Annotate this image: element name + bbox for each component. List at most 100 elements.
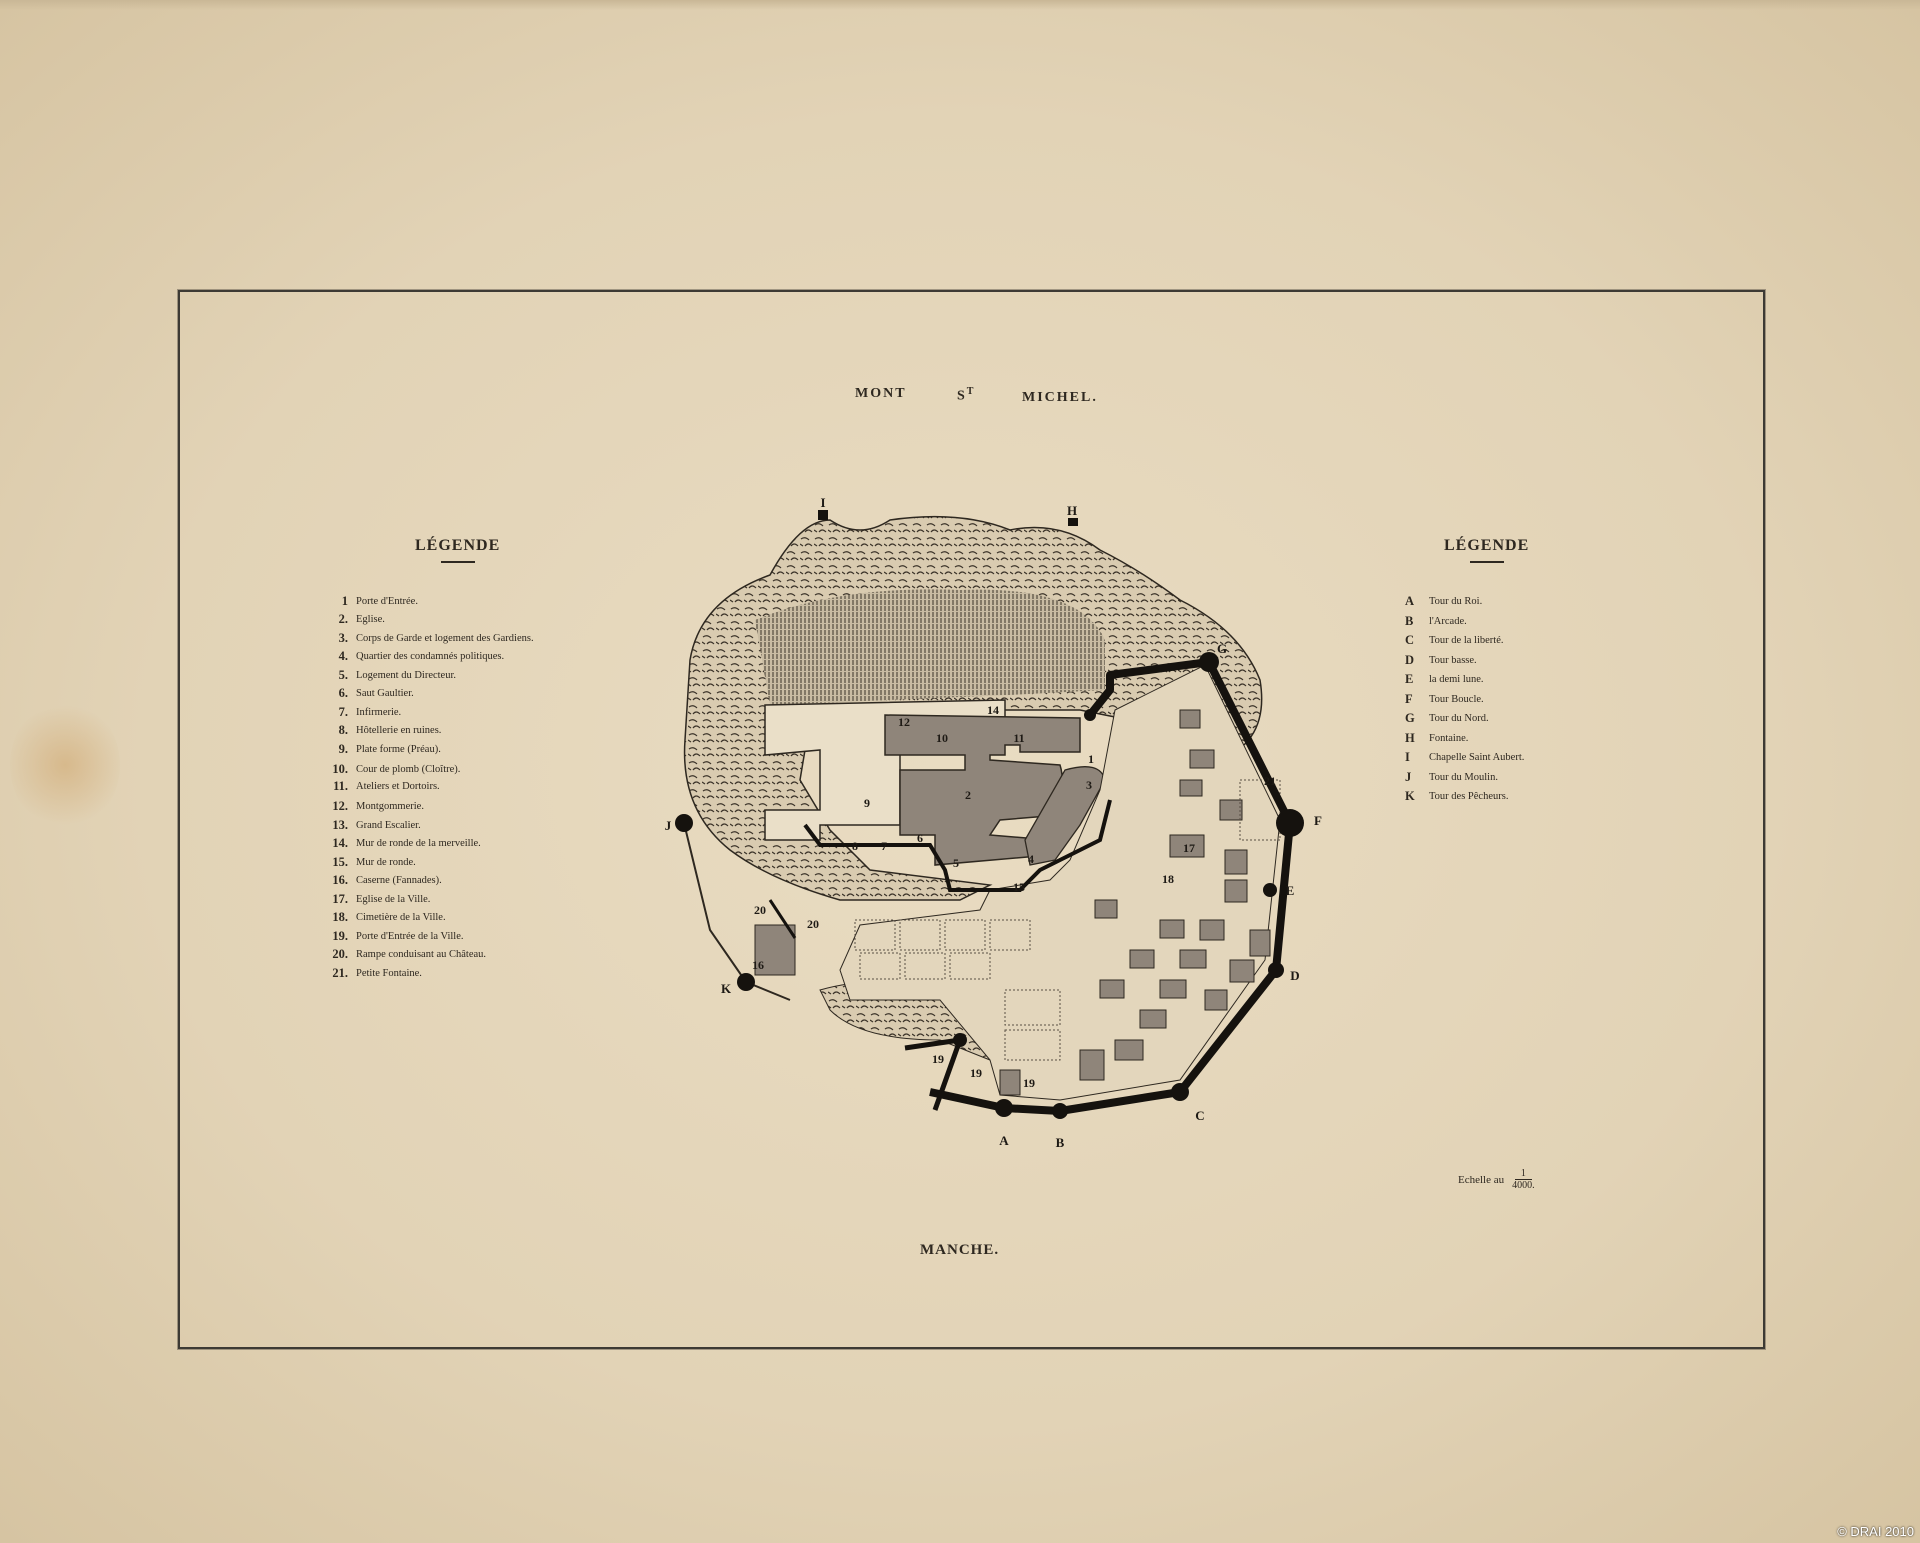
legend-key: 19. <box>332 929 348 943</box>
legend-label: Tour du Roi. <box>1429 596 1483 607</box>
map-number-label: 20 <box>754 903 766 917</box>
legend-key: I <box>1405 750 1410 764</box>
title-saint-sup: T <box>966 386 976 397</box>
legend-label: Corps de Garde et logement des Gardiens. <box>356 633 534 644</box>
legend-label: Mur de ronde de la merveille. <box>356 837 481 849</box>
map-tower-label: C <box>1195 1108 1204 1123</box>
map-number-label: 18 <box>1162 872 1174 886</box>
legend-key: 9. <box>338 742 348 756</box>
scale-numerator: 1 <box>1514 1168 1532 1180</box>
legend-key: K <box>1405 789 1415 803</box>
map-number-label: 8 <box>852 839 858 853</box>
legend-item: 9. Plate forme (Préau). <box>322 740 534 760</box>
legend-key: 16. <box>332 872 348 887</box>
map-tower-label: D <box>1290 968 1299 983</box>
scale-prefix: Echelle au <box>1458 1173 1505 1186</box>
legend-key: E <box>1405 672 1414 686</box>
legend-label: Montgommerie. <box>356 800 424 812</box>
legend-label: Plate forme (Préau). <box>356 744 441 755</box>
tower-markers <box>675 510 1304 1119</box>
legend-key: 12. <box>332 798 348 813</box>
map-tower-label: J <box>665 818 672 833</box>
legend-label: Tour du Nord. <box>1429 713 1489 724</box>
map-number-label: 12 <box>898 715 910 729</box>
legend-key: 20. <box>332 946 348 961</box>
legend-label: Tour Boucle. <box>1429 693 1484 705</box>
legend-item: I Chapelle Saint Aubert. <box>1405 748 1524 768</box>
legend-item: C Tour de la liberté. <box>1405 631 1524 651</box>
legend-label: Cour de plomb (Cloître). <box>356 763 461 775</box>
map-number-label: 6 <box>917 831 923 845</box>
right-legend-heading: LÉGENDE <box>1444 537 1529 563</box>
legend-item: 10.Cour de plomb (Cloître). <box>322 760 534 780</box>
left-legend-heading: LÉGENDE <box>415 537 500 563</box>
map-number-label: 5 <box>953 856 959 870</box>
sea-label-manche: MANCHE. <box>920 1242 1000 1258</box>
hatched-slope <box>755 589 1105 705</box>
legend-key: 11. <box>333 779 348 793</box>
map-number-label: 21 <box>1264 774 1276 788</box>
map-tower-label: G <box>1217 641 1227 656</box>
legend-label: Infirmerie. <box>356 707 402 718</box>
legend-label: Tour de la liberté. <box>1429 635 1504 646</box>
map-number-label: 9 <box>864 796 870 810</box>
scale-denominator: 4000. <box>1512 1180 1535 1191</box>
legend-item: 11.Ateliers et Dortoirs. <box>322 777 534 797</box>
legend-key: 8. <box>338 722 348 737</box>
map-number-label: 10 <box>936 731 948 745</box>
legend-item: 17.Eglise de la Ville. <box>322 890 534 910</box>
title-word-mont: MONT <box>855 386 907 401</box>
legend-key: 4. <box>338 648 348 663</box>
map-tower-label: I <box>820 495 825 510</box>
legend-key: 17. <box>332 892 348 906</box>
legend-item: 6. Saut Gaultier. <box>322 684 534 704</box>
legend-key: 21. <box>332 966 348 980</box>
legend-label: Grand Escalier. <box>356 820 421 831</box>
legend-label: l'Arcade. <box>1429 615 1467 627</box>
legend-item: 3. Corps de Garde et logement des Gardien… <box>322 629 534 649</box>
legend-label: Petite Fontaine. <box>356 968 422 979</box>
legend-item: 15. Mur de ronde. <box>322 853 534 873</box>
legend-key: 14. <box>332 835 348 850</box>
map-number-label: 19 <box>970 1066 982 1080</box>
legend-key: C <box>1405 633 1415 647</box>
map-tower-label: A <box>999 1133 1009 1148</box>
legend-label: la demi lune. <box>1429 674 1484 685</box>
legend-item: 20.Rampe conduisant au Château. <box>322 945 534 965</box>
page-top-edge <box>0 0 1920 10</box>
legend-key: B <box>1405 613 1414 628</box>
legend-item: 21. Petite Fontaine. <box>322 964 534 984</box>
legend-key: 3. <box>338 631 348 645</box>
map-number-label: 11 <box>1013 731 1024 745</box>
legend-label: Mur de ronde. <box>356 857 416 868</box>
legend-item: 18.Cimetière de la Ville. <box>322 908 534 928</box>
legend-key: F <box>1405 691 1413 706</box>
legend-key: 18. <box>332 909 348 924</box>
legend-item: 19.Porte d'Entrée de la Ville. <box>322 927 534 947</box>
map-tower-label: K <box>721 981 732 996</box>
west-wall <box>683 822 791 1001</box>
legend-key: 6. <box>338 685 348 700</box>
legend-label: Saut Gaultier. <box>356 687 414 699</box>
legend-key: 7. <box>338 705 348 719</box>
map-number-label: 16 <box>752 958 764 972</box>
legend-label: Chapelle Saint Aubert. <box>1429 752 1525 763</box>
paper-stain <box>10 700 120 830</box>
copyright-text: © DRAI 2010 <box>1837 1524 1914 1539</box>
legend-key: 15. <box>332 855 348 869</box>
inner-wall <box>803 799 1112 892</box>
map-tower-label: H <box>1067 503 1077 518</box>
map-number-label: 20 <box>807 917 819 931</box>
legend-key: 13. <box>332 818 348 832</box>
map-tower-label: E <box>1286 883 1295 898</box>
legend-label: Tour des Pêcheurs. <box>1429 791 1509 802</box>
legend-item: 2.Eglise. <box>322 610 534 630</box>
